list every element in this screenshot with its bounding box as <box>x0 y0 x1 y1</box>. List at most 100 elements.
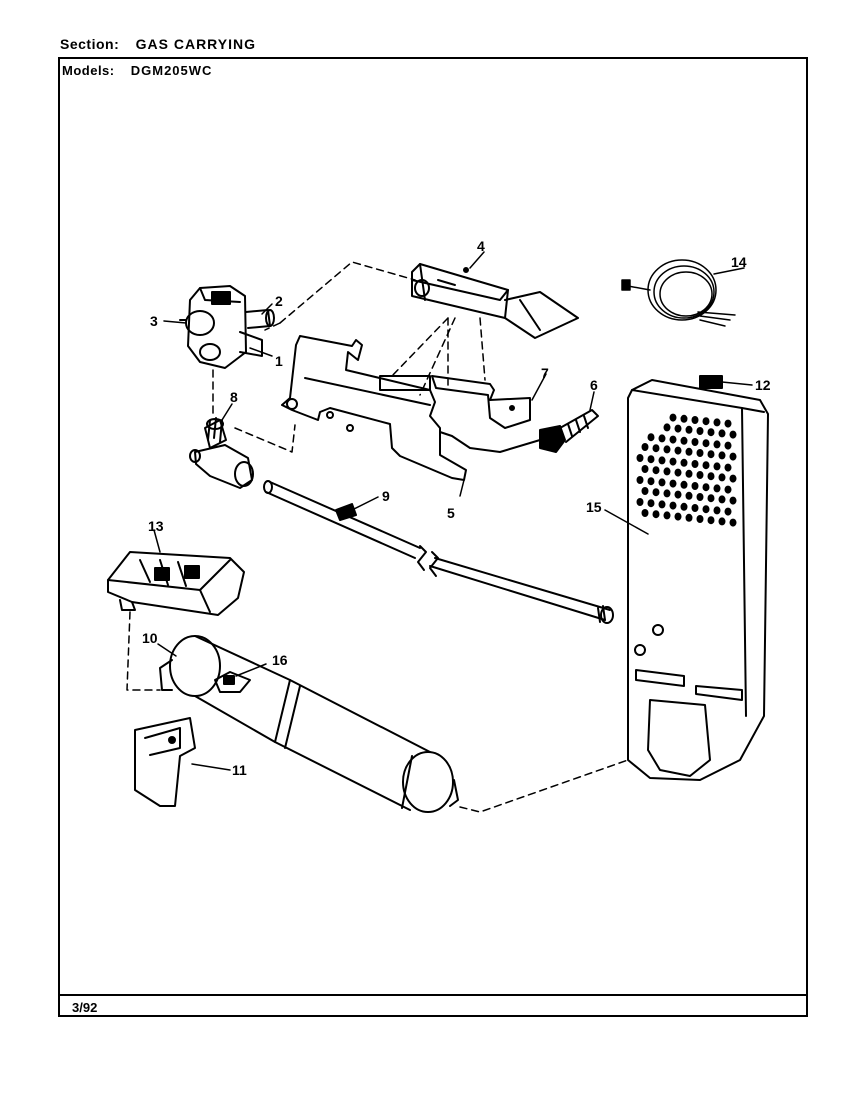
screen-hole <box>696 471 704 479</box>
screen-hole <box>718 495 726 504</box>
screen-hole <box>729 430 737 439</box>
screen-hole <box>707 472 715 481</box>
screen-hole <box>652 488 660 497</box>
screen-hole <box>685 469 693 478</box>
screen-hole <box>663 467 671 476</box>
diagram-frame <box>58 57 808 1017</box>
callout-7: 7 <box>541 365 549 381</box>
models-line: Models: DGM205WC <box>62 63 212 78</box>
callout-6: 6 <box>590 377 598 393</box>
chamber-support-part <box>134 717 196 807</box>
screen-hole <box>718 517 726 526</box>
screen-hole <box>680 414 688 423</box>
screen-hole <box>702 483 710 492</box>
screen-hole <box>729 518 737 527</box>
wire-harness-part <box>621 259 736 327</box>
screen-hole <box>707 516 715 525</box>
callout-9: 9 <box>382 488 390 504</box>
lint-screen-holes <box>636 413 737 527</box>
screen-hole <box>696 449 704 457</box>
screen-hole <box>647 433 655 442</box>
combustion-chamber-part <box>159 635 459 813</box>
screen-hole <box>691 438 699 446</box>
screen-hole <box>691 482 699 490</box>
screen-hole <box>663 445 671 454</box>
revision-date: 3/92 <box>72 1000 98 1015</box>
screen-hole <box>669 501 677 510</box>
callout-labels: 1 2 3 4 5 6 7 8 9 10 11 12 13 14 15 16 <box>142 238 771 778</box>
callout-14: 14 <box>731 254 747 270</box>
screen-hole <box>724 419 732 428</box>
screen-hole <box>713 506 721 515</box>
callout-3: 3 <box>150 313 158 329</box>
screen-hole <box>636 498 644 506</box>
screen-hole <box>663 511 671 520</box>
small-bracket-part <box>431 375 531 429</box>
screen-hole <box>713 462 721 471</box>
screen-hole <box>652 466 660 475</box>
burner-bracket-part <box>411 263 579 339</box>
screen-hole <box>691 460 699 468</box>
callout-16: 16 <box>272 652 288 668</box>
screen-hole <box>647 477 655 486</box>
footer-rule <box>58 994 808 996</box>
screen-hole <box>641 465 649 473</box>
screen-hole <box>685 447 693 456</box>
screen-hole <box>680 436 688 445</box>
duct-panel-part <box>627 375 769 781</box>
callout-11: 11 <box>232 762 247 778</box>
screen-hole <box>663 489 671 498</box>
screen-hole <box>724 507 732 516</box>
screen-hole <box>691 504 699 512</box>
screen-hole <box>729 452 737 461</box>
screen-hole <box>680 480 688 489</box>
screen-hole <box>713 418 721 427</box>
callout-8: 8 <box>230 389 238 405</box>
screen-hole <box>713 440 721 449</box>
screen-hole <box>685 491 693 500</box>
screen-hole <box>652 510 660 519</box>
screen-hole <box>702 439 710 448</box>
section-label: Section: <box>60 36 120 52</box>
screen-hole <box>707 494 715 503</box>
screen-hole <box>707 450 715 459</box>
models-label: Models: <box>62 63 115 78</box>
screen-hole <box>641 509 649 517</box>
screen-hole <box>702 461 710 470</box>
screen-hole <box>641 443 649 451</box>
models-value: DGM205WC <box>130 63 213 78</box>
callout-5: 5 <box>447 505 455 521</box>
callout-1: 1 <box>275 353 283 369</box>
section-line: Section: GAS CARRYING <box>60 36 256 52</box>
screen-hole <box>691 416 699 424</box>
screen-hole <box>669 435 677 444</box>
callout-2: 2 <box>275 293 283 309</box>
screen-hole <box>680 502 688 511</box>
burner-housing-part <box>107 551 245 616</box>
screen-hole <box>729 474 737 483</box>
screen-hole <box>724 485 732 494</box>
screen-hole <box>702 417 710 426</box>
screen-hole <box>674 490 682 499</box>
screen-hole <box>724 441 732 450</box>
screen-hole <box>647 455 655 464</box>
screen-hole <box>707 428 715 437</box>
assembly-dashed-lines <box>126 261 629 813</box>
screen-hole <box>669 457 677 466</box>
screen-hole <box>696 493 704 501</box>
callout-leaders <box>153 251 753 771</box>
screen-hole <box>669 413 677 422</box>
gas-valve-part <box>179 285 275 369</box>
screen-hole <box>636 454 644 462</box>
screen-hole <box>680 458 688 467</box>
screen-hole <box>713 484 721 493</box>
screen-hole <box>696 515 704 523</box>
callout-10: 10 <box>142 630 158 646</box>
screen-hole <box>674 512 682 521</box>
elbow-fitting-part <box>189 417 254 489</box>
screen-hole <box>702 505 710 514</box>
burner-tube-part <box>263 480 614 624</box>
screen-hole <box>685 513 693 522</box>
screen-hole <box>641 487 649 495</box>
